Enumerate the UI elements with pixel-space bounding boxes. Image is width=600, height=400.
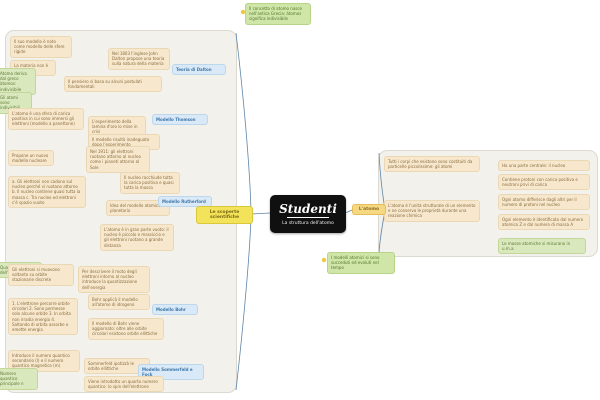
note-node[interactable]: Il suo modello è noto come modello delle…: [10, 36, 72, 58]
note-node[interactable]: a. Gli elettroni non cadono sul nucleo p…: [8, 176, 86, 208]
note-node[interactable]: L'atomo è in gran parte vuoto: il nucleo…: [100, 224, 174, 251]
note-node[interactable]: Idea del modello atomico planetario: [106, 200, 170, 217]
note-node[interactable]: Per descrivere il moto degli elettroni i…: [78, 266, 150, 293]
note-node[interactable]: L'atomo è una sfera di carica positiva i…: [8, 108, 84, 130]
top-annotation-dot: [240, 9, 246, 15]
note-node[interactable]: Atomo deriva dal greco àtomos: indivisib…: [0, 68, 36, 95]
note-node[interactable]: Ogni atomo differisce dagli altri per il…: [498, 194, 590, 211]
bottom-annotation-note[interactable]: I modelli atomici si sono succeduti ed e…: [327, 252, 395, 274]
note-node[interactable]: Il pensiero si basa su alcuni postulati …: [64, 76, 162, 93]
note-node[interactable]: Numero quantico principale n: [0, 368, 38, 390]
note-node[interactable]: Viene introdotto un quarto numero quanti…: [84, 376, 164, 393]
note-node[interactable]: Gli elettroni si muovono soltanto su orb…: [8, 264, 74, 286]
note-node[interactable]: Propone un nuovo modello nucleare: [8, 150, 54, 167]
note-node[interactable]: Nel 1803 l'inglese John Dalton propose u…: [108, 48, 170, 70]
note-node[interactable]: 1. L'elettrone percorre orbite circolari…: [8, 298, 78, 336]
right-center-wire: [344, 209, 353, 214]
model-label-node[interactable]: Modello Thomson: [152, 114, 208, 126]
central-topic-node[interactable]: Studenti La struttura dell'atomo: [270, 195, 346, 233]
note-node[interactable]: Nel 1911: gli elettroni ruotano attorno …: [86, 146, 150, 173]
note-node[interactable]: Il modello di Bohr viene aggiornato: olt…: [88, 318, 164, 340]
note-node[interactable]: Introduce il numero quantico secondario …: [8, 350, 80, 372]
note-node[interactable]: Le masse atomiche si misurano in u.m.a.: [498, 238, 586, 255]
branch-label-atomo[interactable]: L'atomo: [352, 204, 386, 215]
model-label-node[interactable]: Modello Bohr: [152, 304, 198, 316]
model-label-node[interactable]: Modello Rutherford: [158, 196, 212, 208]
note-node[interactable]: Il nucleo racchiude tutta la carica posi…: [120, 172, 180, 194]
note-node[interactable]: L'esperimento della lamina d'oro lo mise…: [88, 116, 146, 138]
map-title: La struttura dell'atomo: [282, 220, 334, 226]
note-node[interactable]: Tutti i corpi che esistono sono costitui…: [384, 156, 480, 173]
left-center-wire: [251, 212, 271, 215]
branch-label-scoperte[interactable]: Le scoperte scientifiche: [196, 206, 253, 224]
note-node[interactable]: Bohr applicò il modello all'atomo di idr…: [88, 294, 150, 311]
bottom-annotation-dot: [321, 257, 327, 263]
studenti-logo: Studenti: [279, 201, 337, 216]
left-fan-bottom-wire: [235, 216, 252, 391]
left-fan-top-wire: [235, 32, 252, 213]
logo-underline: [287, 216, 329, 218]
note-node[interactable]: Sommerfeld ipotizzò le orbite ellittiche: [84, 358, 150, 375]
note-node[interactable]: Ogni elemento è identificato dal numero …: [498, 214, 590, 231]
model-label-node[interactable]: Teoria di Dalton: [172, 64, 226, 76]
note-node[interactable]: Contiene protoni con carica positiva e n…: [498, 174, 590, 191]
note-node[interactable]: Ha una parte centrale: il nucleo: [498, 160, 590, 172]
note-node[interactable]: L'atomo è l'unità strutturale di un elem…: [384, 200, 480, 222]
top-annotation-note[interactable]: Il concetto di atomo nasce nell'antica G…: [245, 3, 311, 25]
